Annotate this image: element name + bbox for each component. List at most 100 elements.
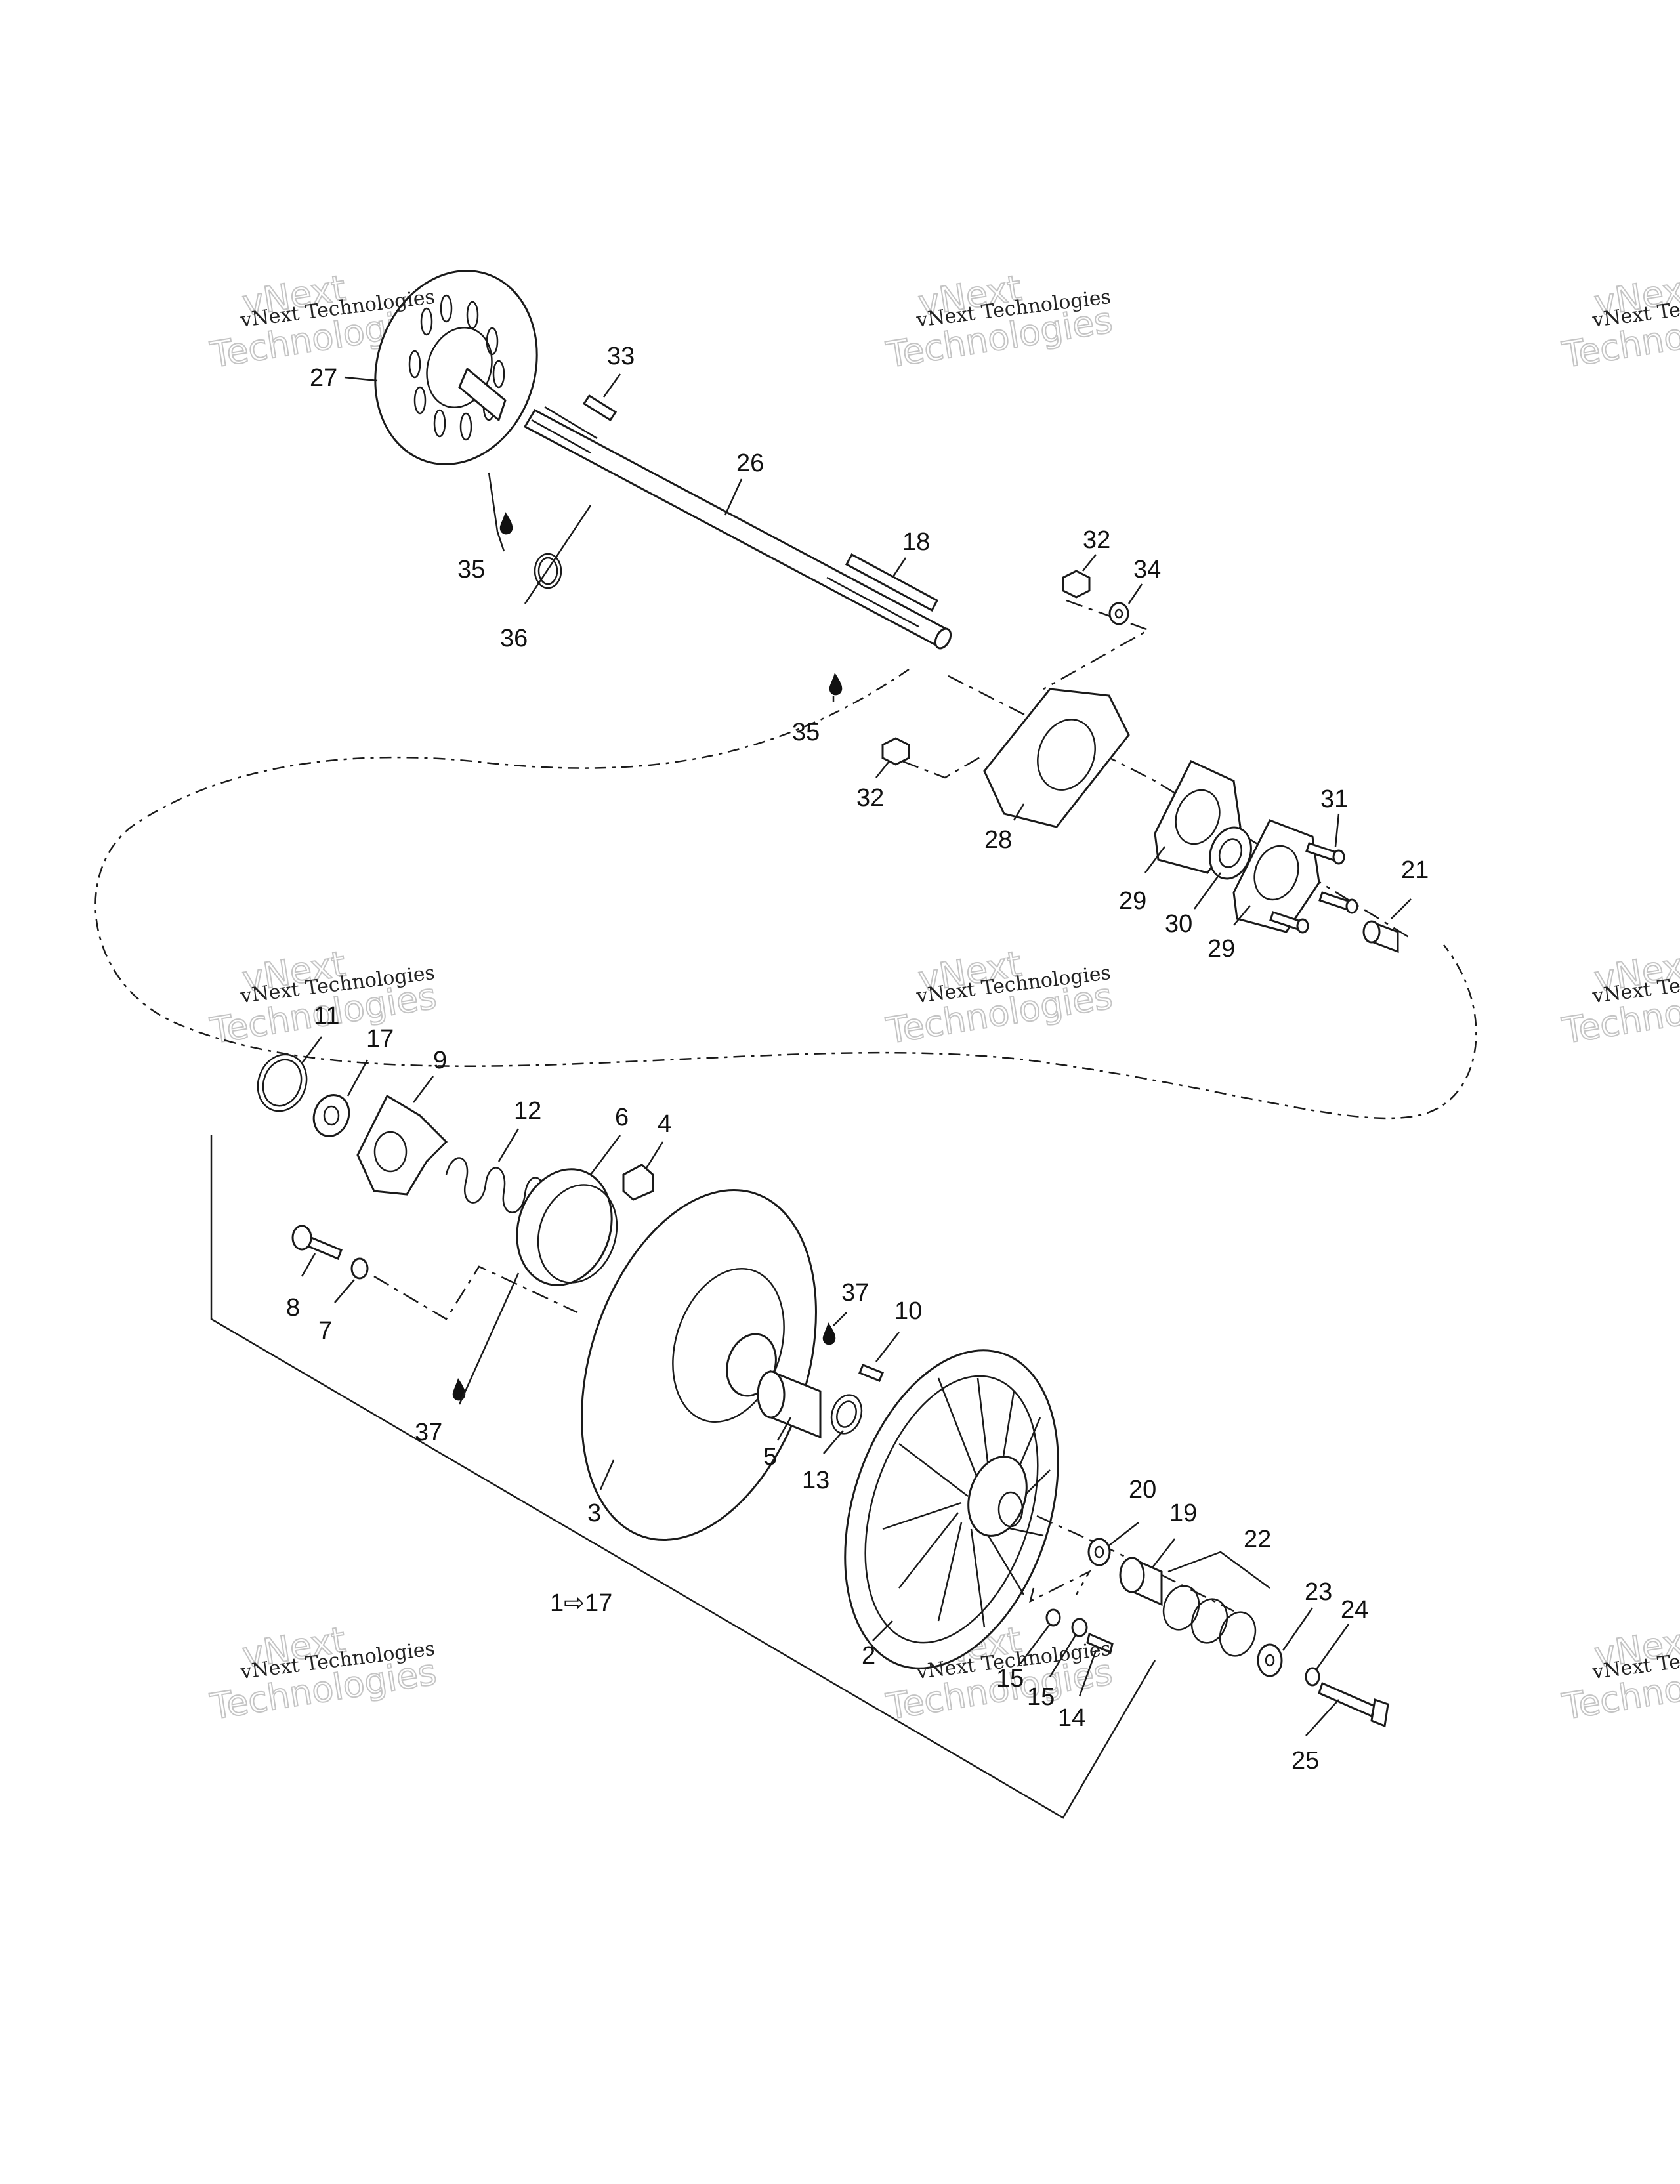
key-10 [858,1364,884,1382]
callout-33: 33 [607,343,635,370]
leader-4 [645,1141,664,1169]
snap-ring-11 [257,1053,308,1112]
lower-pulley-assembly [210,1053,1389,1819]
leader-8 [301,1253,316,1277]
disc-27 [374,270,538,465]
leader-18 [891,557,907,578]
group-bracket-1-17 [210,1135,1156,1819]
drop-35a [499,512,513,535]
bolt-31b-head [1345,898,1358,914]
leader-24 [1314,1624,1350,1671]
leader-20 [1108,1522,1139,1546]
callout-20: 20 [1129,1476,1156,1503]
shim-22b [1190,1598,1228,1644]
o-ring-36-inner [537,556,558,585]
leader-15b [1049,1633,1078,1677]
callout-8: 8 [286,1294,300,1322]
spacer-19-end [1119,1557,1145,1593]
callout-22: 22 [1244,1526,1271,1553]
washer-7 [350,1257,369,1280]
drop-37a [822,1322,836,1345]
leader-17 [346,1059,369,1097]
washer-24 [1305,1667,1320,1687]
flange-29a-bore [1175,789,1221,845]
washer-15a [1045,1608,1061,1627]
callout-1-to-17: 1⇨17 [550,1589,612,1617]
shaft-26-splines [531,406,598,454]
callout-10: 10 [894,1297,922,1325]
sheave-2-hub [967,1456,1028,1537]
leader-9 [413,1076,434,1103]
nut-32b-center-line [902,753,985,779]
washer-13 [830,1394,863,1435]
callout-35b: 35 [792,719,820,746]
sheave-2-bore [998,1491,1024,1528]
spring-12 [445,1157,545,1213]
leader-28 [1013,803,1025,821]
shim-22a [1162,1585,1200,1631]
washer-23-hole [1265,1654,1275,1667]
leader-35a [488,472,505,552]
leader-25 [1305,1699,1339,1736]
leader-11 [301,1036,322,1064]
slider-6 [516,1168,613,1286]
spacer-21-end [1362,920,1381,944]
disc-27-slots [408,294,505,441]
o-ring-36 [534,553,562,589]
leader-7 [334,1279,355,1303]
key-18 [845,553,939,612]
drive-belt-outline [94,668,1477,1120]
sheave-2-rim [864,1375,1039,1644]
drop-35b [829,673,843,696]
flange-29b [1232,819,1320,933]
sheave-3-hub [672,1267,785,1423]
callout-32b: 32 [856,784,884,812]
callout-29b: 29 [1208,935,1235,963]
shim-22c [1219,1611,1257,1657]
callout-17: 17 [366,1025,394,1053]
leader-12 [497,1128,520,1162]
flange-29b-bore [1253,845,1299,901]
leader-10 [875,1332,900,1362]
leader-21 [1391,898,1412,919]
washer-17 [312,1094,350,1137]
leader-2 [872,1620,893,1641]
callout-28: 28 [984,826,1012,854]
leader-14 [1078,1650,1097,1697]
leader-13 [823,1430,844,1454]
leader-23 [1282,1607,1314,1651]
washer-17-hole [323,1105,340,1126]
callout-29a: 29 [1119,887,1146,915]
shaft-26-keyway [826,576,919,628]
callout-31: 31 [1320,786,1348,813]
callout-34: 34 [1133,556,1161,583]
washer-15b [1071,1618,1088,1637]
leader-32b [875,761,890,778]
bolt-25-head [1370,1698,1389,1728]
bolt-8-head [291,1225,312,1251]
callout-36: 36 [500,625,528,652]
bearing-30 [1209,826,1252,880]
leader-32a [1082,554,1097,572]
callout-24: 24 [1341,1596,1368,1624]
bolt-8-center-line [373,1265,578,1320]
leader-37b [458,1272,520,1405]
slider-6-inner [537,1184,618,1284]
callout-19: 19 [1169,1500,1197,1527]
cam-9-bore [373,1131,408,1173]
washer-20 [1087,1538,1111,1566]
washer-23 [1257,1643,1283,1677]
leader-15a [1020,1624,1051,1664]
bolt-31a-head [1332,849,1345,865]
leader-19 [1151,1538,1175,1569]
callout-6: 6 [615,1104,629,1131]
upper-shaft-assembly [374,270,1412,954]
callout-2: 2 [862,1642,875,1670]
callout-3: 3 [587,1500,601,1527]
nut-32b [881,737,910,766]
leader-3 [599,1460,615,1490]
drop-37b [452,1378,466,1401]
leader-5 [776,1417,792,1441]
callout-12: 12 [514,1097,541,1125]
